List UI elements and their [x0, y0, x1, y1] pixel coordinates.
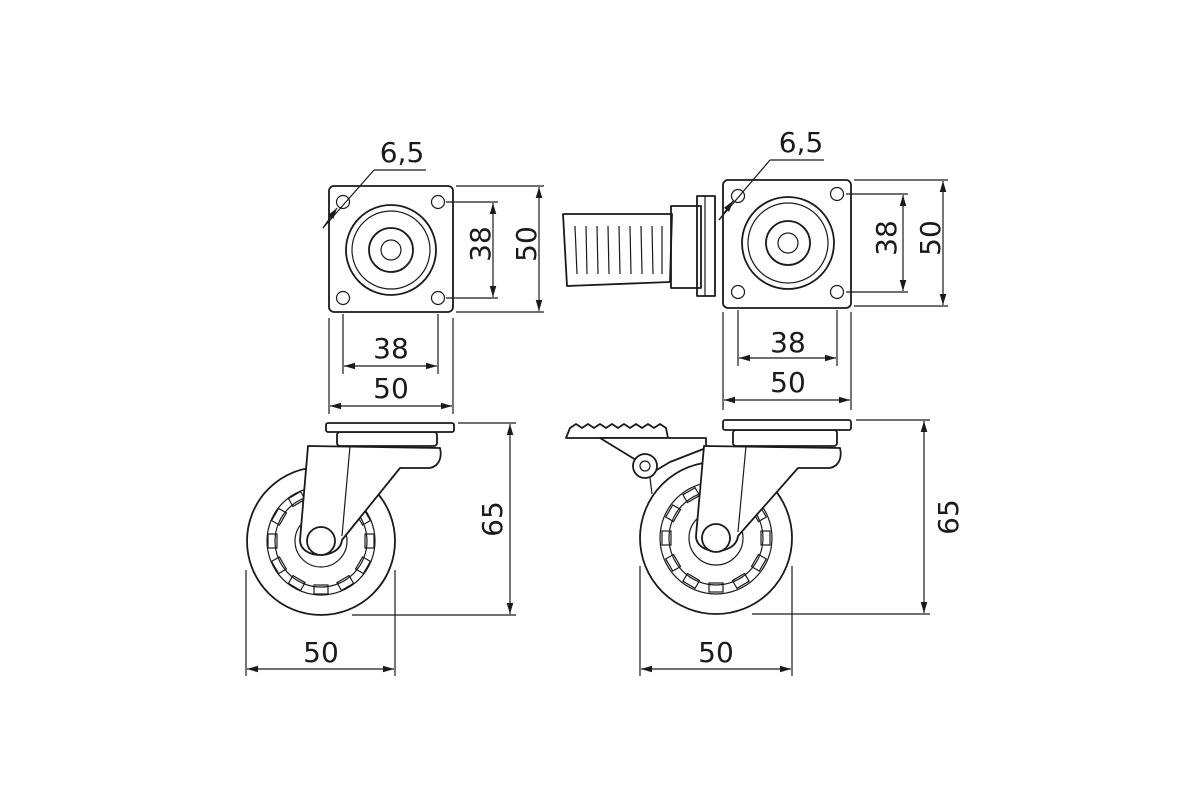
right-caster-side-view	[565, 419, 852, 615]
mounting-plate	[325, 422, 455, 433]
dim-label-50-vertical: 50	[510, 226, 543, 262]
dim-hole-spacing-horizontal-right: 38	[737, 310, 838, 366]
dim-plate-height-right: 50	[854, 179, 948, 307]
dim-label-50-horizontal: 50	[770, 366, 806, 399]
left-caster-side-view	[246, 422, 455, 616]
axle	[701, 523, 731, 553]
mount-hole	[335, 290, 351, 306]
mount-hole	[335, 194, 351, 210]
dim-total-height-right: 65	[752, 419, 965, 615]
dim-label-hole-diameter: 6,5	[380, 136, 425, 169]
right-top-plate	[562, 179, 852, 309]
left-top-plate	[328, 185, 454, 313]
mount-hole	[430, 290, 446, 306]
mount-hole	[730, 284, 746, 300]
dim-total-height-left: 65	[352, 422, 516, 616]
dim-plate-width-left: 50	[328, 318, 454, 414]
dim-label-38-horizontal: 38	[770, 326, 806, 359]
caster-fork	[299, 445, 442, 556]
dim-label-38-horizontal: 38	[373, 332, 409, 365]
dim-hole-diameter-left: 6,5	[322, 136, 426, 229]
mount-hole	[829, 284, 845, 300]
dim-plate-height-left: 50	[456, 185, 544, 313]
dim-wheel-diameter-left: 50	[245, 570, 396, 676]
dim-plate-width-right: 50	[722, 312, 852, 410]
dim-label-38-vertical: 38	[464, 226, 497, 262]
mount-hole	[829, 186, 845, 202]
dim-label-65: 65	[476, 501, 509, 537]
dim-label-hole-diameter: 6,5	[779, 126, 824, 159]
dim-hole-spacing-horizontal-left: 38	[342, 314, 439, 374]
dim-label-50-wheel: 50	[303, 636, 339, 669]
dim-label-50-horizontal: 50	[373, 372, 409, 405]
dim-label-50-vertical: 50	[914, 220, 947, 256]
mount-hole	[730, 188, 746, 204]
brake-pedal	[565, 423, 669, 439]
brake-pivot	[632, 453, 658, 479]
dim-hole-diameter-right: 6,5	[718, 126, 824, 221]
caster-fork	[695, 445, 842, 552]
axle	[306, 526, 336, 556]
dim-hole-spacing-vertical-left: 38	[446, 201, 498, 299]
dim-label-65: 65	[932, 499, 965, 535]
mount-hole	[430, 194, 446, 210]
dim-wheel-diameter-right: 50	[639, 566, 793, 676]
dim-label-50-wheel: 50	[698, 636, 734, 669]
dim-hole-spacing-vertical-right: 38	[846, 193, 908, 293]
dim-label-38-vertical: 38	[870, 220, 903, 256]
mounting-plate	[722, 419, 852, 431]
